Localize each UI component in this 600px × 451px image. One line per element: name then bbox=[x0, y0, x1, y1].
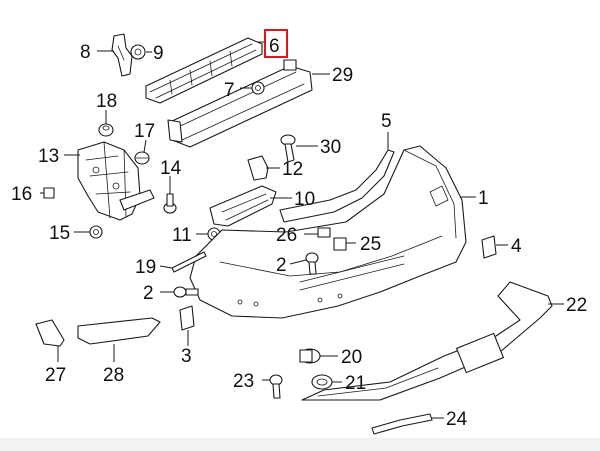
part-20-sensor[interactable] bbox=[299, 348, 321, 364]
callout-29: 29 bbox=[332, 65, 353, 86]
part-16-clip[interactable] bbox=[43, 187, 55, 199]
callout-5: 5 bbox=[381, 111, 392, 132]
callout-25: 25 bbox=[360, 234, 381, 255]
callout-9: 9 bbox=[153, 43, 164, 64]
callout-2-lower: 2 bbox=[143, 283, 154, 304]
callout-4: 4 bbox=[511, 236, 522, 257]
part-17-clip[interactable] bbox=[134, 151, 150, 165]
callout-20: 20 bbox=[341, 347, 362, 368]
part-27-reflector[interactable] bbox=[35, 319, 65, 347]
part-15-nut[interactable] bbox=[89, 225, 103, 239]
callout-24: 24 bbox=[446, 409, 468, 430]
part-3-bracket[interactable] bbox=[179, 305, 195, 331]
part-2-bolt-lower[interactable] bbox=[173, 286, 199, 298]
callout-30: 30 bbox=[320, 137, 341, 158]
callout-18: 18 bbox=[96, 91, 117, 112]
part-23-bolt[interactable] bbox=[269, 374, 283, 399]
part-12-bracket[interactable] bbox=[247, 155, 269, 181]
part-4-bracket[interactable] bbox=[481, 235, 497, 259]
part-28-reflector[interactable] bbox=[77, 317, 161, 345]
callout-23: 23 bbox=[233, 371, 254, 392]
license-plate-area bbox=[456, 332, 504, 374]
callout-7: 7 bbox=[224, 80, 235, 101]
callout-6: 6 bbox=[269, 36, 280, 57]
callout-6-highlight-box bbox=[264, 29, 288, 58]
part-30-bolt[interactable] bbox=[280, 134, 296, 163]
part-25-clip[interactable] bbox=[333, 237, 347, 251]
callout-17: 17 bbox=[134, 121, 155, 142]
callout-2-upper: 2 bbox=[276, 255, 287, 276]
part-9-nut[interactable] bbox=[130, 44, 146, 60]
callout-28: 28 bbox=[103, 365, 124, 386]
part-14-pin[interactable] bbox=[163, 193, 177, 214]
part-2-bolt-upper[interactable] bbox=[305, 252, 319, 275]
callout-13: 13 bbox=[38, 146, 59, 167]
part-21-sensor[interactable] bbox=[311, 374, 333, 390]
callout-27: 27 bbox=[45, 365, 66, 386]
part-6-energy-absorber[interactable] bbox=[145, 37, 263, 104]
part-22-lower-valance[interactable] bbox=[301, 281, 553, 401]
callout-3: 3 bbox=[181, 346, 192, 367]
part-26-clip[interactable] bbox=[317, 227, 331, 238]
callout-15: 15 bbox=[49, 223, 70, 244]
callout-8: 8 bbox=[80, 42, 91, 63]
callout-labels: 1 2 2 3 4 5 6 7 8 9 10 11 12 13 14 15 16… bbox=[11, 29, 587, 430]
part-19-trim[interactable] bbox=[171, 251, 207, 273]
part-5-trim-strip[interactable] bbox=[279, 149, 395, 223]
part-13-side-bracket[interactable] bbox=[77, 141, 155, 221]
callout-12: 12 bbox=[282, 159, 303, 180]
bottom-band bbox=[0, 438, 600, 451]
callout-21: 21 bbox=[345, 373, 366, 394]
callout-14: 14 bbox=[160, 158, 182, 179]
part-10-bracket[interactable] bbox=[209, 185, 277, 227]
part-29-reinforcement-bar[interactable] bbox=[167, 59, 313, 148]
callout-1: 1 bbox=[478, 188, 489, 209]
callout-22: 22 bbox=[566, 295, 587, 316]
callout-11: 11 bbox=[172, 225, 192, 246]
part-8-bracket[interactable] bbox=[111, 33, 133, 77]
callout-26: 26 bbox=[276, 225, 297, 246]
callout-16: 16 bbox=[11, 184, 32, 205]
part-24-lower-trim[interactable] bbox=[371, 413, 433, 435]
callout-19: 19 bbox=[135, 257, 156, 278]
part-18-grommet[interactable] bbox=[98, 123, 114, 137]
callout-10: 10 bbox=[294, 189, 315, 210]
part-7-nut[interactable] bbox=[251, 81, 265, 95]
